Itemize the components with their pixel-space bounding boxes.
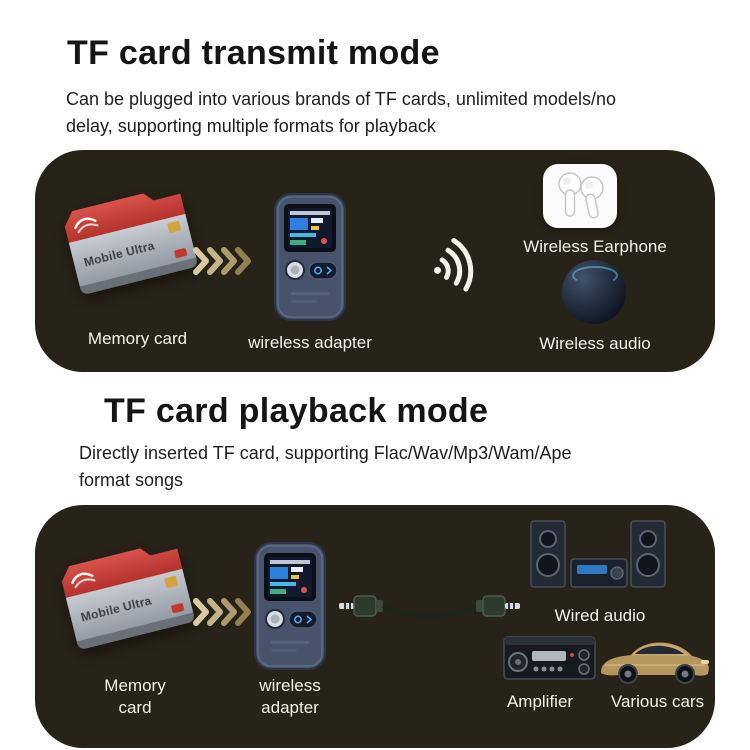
- smart-speaker-graphic: [562, 260, 626, 324]
- wired-audio-label: Wired audio: [554, 606, 646, 625]
- transmit-mode-panel: Mobile Ultra Memory card: [35, 150, 715, 372]
- various-cars-label: Various cars: [610, 692, 705, 711]
- flow-arrows-icon: [193, 598, 251, 626]
- wireless-adapter-label: wireless adapter: [259, 676, 321, 718]
- speed-class-badge: [171, 603, 185, 614]
- memory-card-brand: Mobile Ultra: [82, 238, 156, 270]
- micro-sd-card-body: Mobile Ultra: [62, 185, 199, 296]
- amplifier-graphic: [503, 636, 596, 680]
- wireless-adapter-label: wireless adapter: [248, 333, 372, 352]
- memory-card-logo-icon: [71, 212, 103, 236]
- amplifier-label: Amplifier: [506, 692, 574, 711]
- playback-mode-description: Directly inserted TF card, supporting Fl…: [79, 443, 572, 490]
- micro-sd-card-body: Mobile Ultra: [59, 540, 196, 651]
- micro-sd-card: Mobile Ultra: [59, 540, 196, 651]
- wireless-adapter-graphic: [274, 193, 346, 321]
- wireless-earphone-label: Wireless Earphone: [523, 237, 667, 256]
- memory-card-label: Memory card: [87, 329, 188, 348]
- car-graphic: [601, 642, 709, 684]
- sd-logo-badge: [167, 221, 181, 234]
- speed-class-badge: [174, 248, 188, 259]
- transmit-mode-description: Can be plugged into various brands of TF…: [66, 89, 616, 136]
- playback-mode-title: TF card playback mode: [104, 392, 489, 430]
- wireless-audio-label: Wireless audio: [539, 334, 651, 353]
- micro-sd-card-label-red: [59, 540, 183, 598]
- wifi-signal-icon: [434, 238, 474, 292]
- memory-card-logo-icon: [68, 567, 100, 591]
- wireless-adapter-graphic: [254, 542, 326, 670]
- memory-card-brand: Mobile Ultra: [79, 593, 153, 625]
- micro-sd-card-label-red: [62, 185, 186, 243]
- wireless-earbuds-graphic: [543, 164, 617, 228]
- sd-logo-badge: [164, 576, 178, 589]
- transmit-mode-title: TF card transmit mode: [67, 34, 440, 72]
- earbuds-icon: [558, 172, 604, 219]
- stereo-speakers-graphic: [530, 520, 666, 588]
- aux-cable-graphic: [339, 595, 520, 618]
- micro-sd-card: Mobile Ultra: [62, 185, 199, 296]
- flow-arrows-icon: [193, 247, 251, 275]
- memory-card-label: Memory card: [104, 676, 166, 718]
- playback-mode-panel: Mobile Ultra Memory card: [35, 505, 715, 748]
